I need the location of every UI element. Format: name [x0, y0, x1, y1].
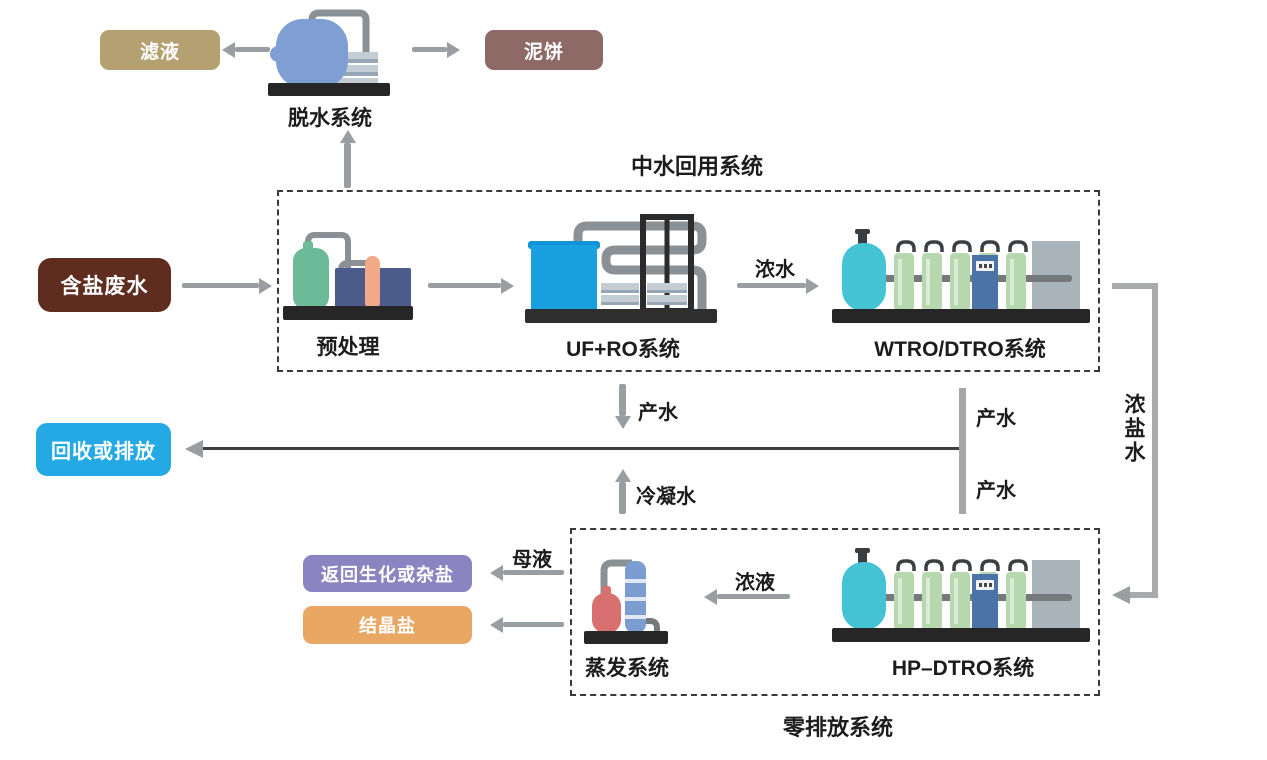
product-water-hpdtro-label: 产水 — [976, 480, 1016, 502]
product-water-main-line — [203, 447, 959, 450]
hpdtro-system-label: HP–DTRO系统 — [891, 657, 1035, 680]
zero-discharge-dashed-box — [570, 528, 1100, 696]
arrow-ufro-product-water — [614, 384, 631, 429]
arrow-pretreatment-to-ufro — [428, 277, 514, 294]
arrow-to-return-box — [490, 564, 564, 581]
concentrated-water-label: 浓水 — [755, 259, 795, 281]
concentrated-liquor-label: 浓液 — [735, 572, 775, 594]
ufro-machine-icon — [525, 214, 717, 323]
arrow-ufro-to-wtro — [737, 277, 819, 294]
mud-cake-box: 泥饼 — [485, 30, 603, 70]
condensate-water-label: 冷凝水 — [636, 486, 696, 508]
mud-cake-label: 泥饼 — [523, 41, 564, 63]
return-biochemical-label: 返回生化或杂盐 — [321, 564, 454, 585]
pretreatment-label: 预处理 — [316, 336, 380, 359]
filtrate-box: 滤液 — [100, 30, 220, 70]
product-water-wtro-label: 产水 — [976, 408, 1016, 430]
concentrated-brine-label: 浓盐水 — [1122, 393, 1145, 465]
reuse-system-dashed-box — [277, 190, 1100, 372]
evaporation-machine-icon — [584, 559, 668, 644]
product-water-manifold-bar — [959, 388, 966, 514]
arrow-condensate-up — [614, 469, 631, 514]
arrow-saline-to-pretreatment — [182, 277, 272, 294]
arrow-pretreatment-to-dewatering — [339, 130, 356, 188]
crystallized-salt-box: 结晶盐 — [303, 606, 472, 644]
product-water-ufro-label: 产水 — [638, 402, 678, 424]
recycle-or-discharge-box: 回收或排放 — [36, 423, 171, 476]
filtrate-label: 滤液 — [139, 41, 180, 63]
hpdtro-machine-icon — [832, 548, 1090, 642]
dewatering-machine-icon — [268, 9, 390, 96]
zero-discharge-system-title: 零排放系统 — [782, 715, 894, 740]
wtro-machine-icon — [832, 229, 1090, 323]
recycle-or-discharge-label: 回收或排放 — [51, 441, 156, 463]
arrow-to-mud-cake — [412, 41, 460, 58]
wtro-system-label: WTRO/DTRO系统 — [874, 338, 1046, 361]
crystallized-salt-label: 结晶盐 — [359, 616, 416, 636]
pretreatment-machine-icon — [283, 232, 413, 320]
reuse-system-title: 中水回用系统 — [630, 154, 764, 179]
evaporation-system-label: 蒸发系统 — [585, 657, 669, 680]
ufro-system-label: UF+RO系统 — [566, 338, 680, 361]
main-line-arrowhead — [185, 440, 203, 458]
arrow-to-crystallized-salt — [490, 616, 564, 633]
return-biochemical-box: 返回生化或杂盐 — [303, 555, 472, 592]
arrow-hpdtro-to-evaporation — [704, 588, 790, 605]
mother-liquor-label: 母液 — [512, 549, 552, 571]
dewatering-system-label: 脱水系统 — [288, 107, 372, 130]
arrow-to-filtrate — [222, 41, 270, 58]
concentrated-brine-elbow-arrow — [1112, 283, 1158, 604]
saline-wastewater-label: 含盐废水 — [60, 275, 149, 298]
saline-wastewater-box: 含盐废水 — [38, 258, 171, 312]
